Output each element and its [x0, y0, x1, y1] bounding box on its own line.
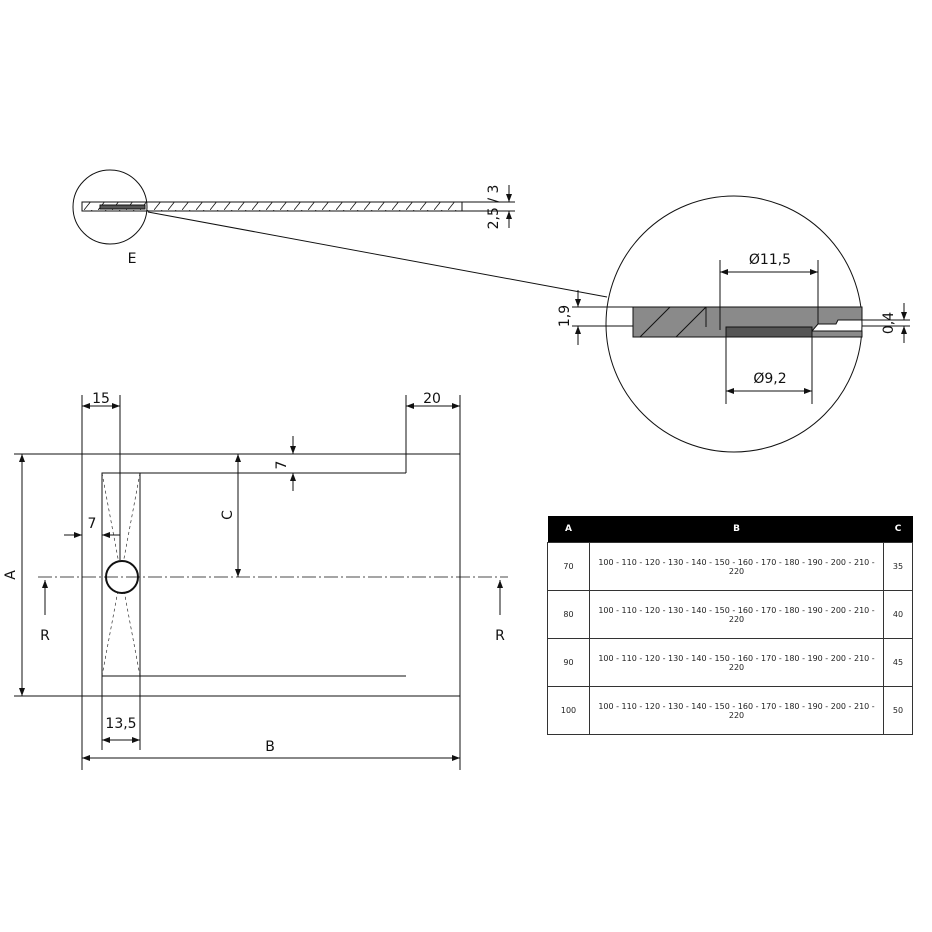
cell-b: 100 - 110 - 120 - 130 - 140 - 150 - 160 …	[589, 542, 884, 591]
cell-c: 50	[883, 686, 913, 735]
depth-label: A	[3, 570, 19, 580]
center-label: C	[220, 510, 236, 520]
detail-e	[572, 195, 910, 453]
cell-a: 80	[547, 590, 590, 639]
detail-label: E	[128, 251, 137, 267]
side-gap-label: 7	[88, 516, 97, 532]
top-gap-label: 7	[274, 461, 290, 470]
step-label: 0,4	[881, 312, 897, 334]
cell-b: 100 - 110 - 120 - 130 - 140 - 150 - 160 …	[589, 590, 884, 639]
section-right-label: R	[495, 628, 505, 644]
inner-diameter-label: Ø9,2	[753, 371, 786, 387]
cell-c: 45	[883, 638, 913, 687]
cell-b: 100 - 110 - 120 - 130 - 140 - 150 - 160 …	[589, 638, 884, 687]
side-profile	[72, 169, 608, 298]
cell-c: 35	[883, 542, 913, 591]
plan-view	[14, 395, 508, 770]
section-left-label: R	[40, 628, 50, 644]
left-offset-label: 15	[92, 391, 110, 407]
header-b: B	[589, 516, 884, 543]
right-offset-label: 20	[423, 391, 441, 407]
drain-width-label: 13,5	[105, 716, 136, 732]
cell-b: 100 - 110 - 120 - 130 - 140 - 150 - 160 …	[589, 686, 884, 735]
cell-a: 100	[547, 686, 590, 735]
cell-a: 90	[547, 638, 590, 687]
header-c: C	[883, 516, 913, 543]
thickness-label: 2,5 / 3	[486, 185, 502, 230]
header-a: A	[547, 516, 590, 543]
length-label: B	[265, 739, 275, 755]
table-header: A B C	[547, 516, 913, 543]
cell-a: 70	[547, 542, 590, 591]
height-label: 1,9	[557, 305, 573, 327]
outer-diameter-label: Ø11,5	[749, 252, 791, 268]
cell-c: 40	[883, 590, 913, 639]
